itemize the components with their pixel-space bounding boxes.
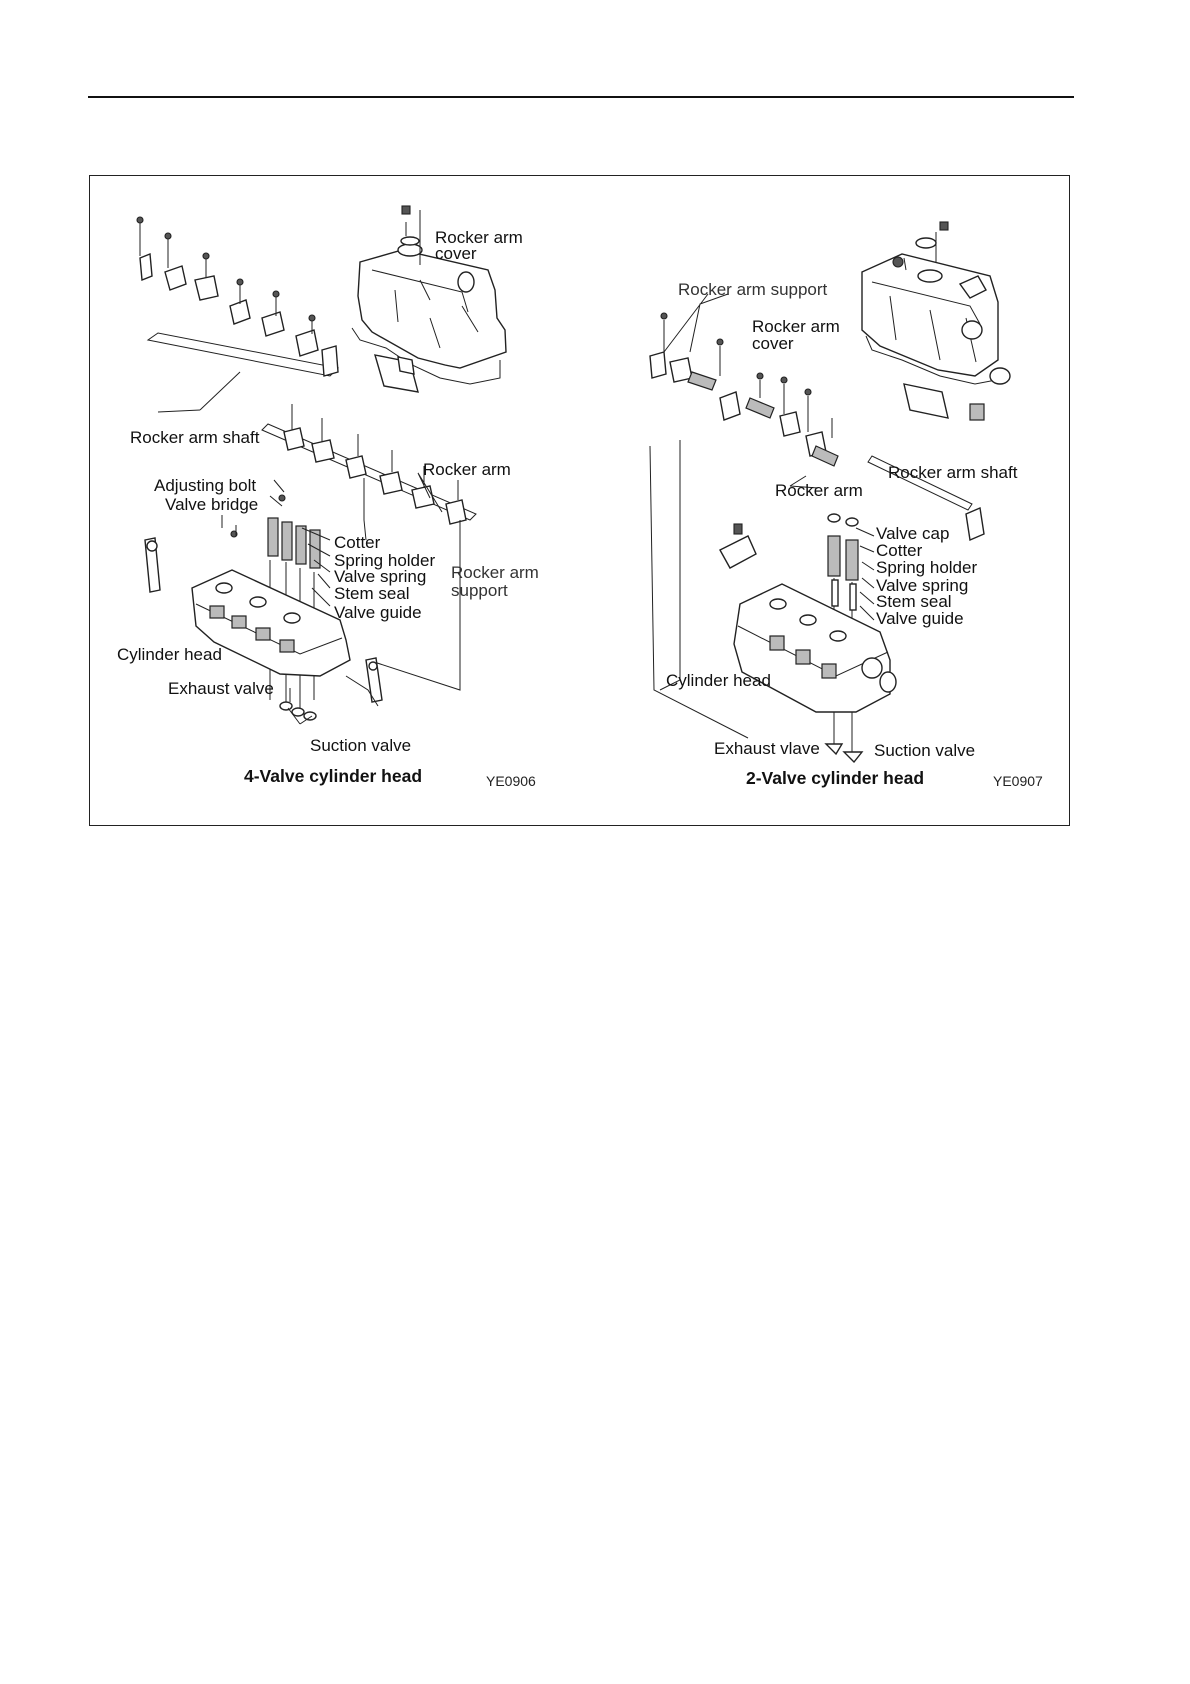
left-label-stem-seal: Stem seal	[334, 584, 410, 603]
right-label-stem-seal: Stem seal	[876, 592, 952, 611]
right-label-valve-guide: Valve guide	[876, 609, 964, 628]
left-label-rocker-arm-support-2: support	[451, 581, 508, 600]
left-caption: 4-Valve cylinder head	[244, 766, 422, 786]
right-valve-train-drawing	[824, 513, 875, 764]
left-rocker-upper-drawing	[136, 216, 340, 413]
right-label-rocker-arm-shaft: Rocker arm shaft	[888, 463, 1018, 482]
right-label-suction-valve: Suction valve	[874, 741, 975, 760]
left-label-valve-bridge: Valve bridge	[165, 495, 258, 514]
right-rocker-drawing	[649, 293, 985, 739]
left-figure-code: YE0906	[486, 773, 536, 789]
left-label-cotter: Cotter	[334, 533, 381, 552]
right-diagram	[649, 221, 1011, 764]
left-label-suction-valve: Suction valve	[310, 736, 411, 755]
left-label-rocker-arm-shaft: Rocker arm shaft	[130, 428, 260, 447]
left-diagram	[136, 205, 507, 725]
right-label-spring-holder: Spring holder	[876, 558, 977, 577]
right-figure-code: YE0907	[993, 773, 1043, 789]
header-rule	[88, 96, 1074, 98]
left-label-spring-holder: Spring holder	[334, 551, 435, 570]
left-rocker-arm-cover-drawing	[351, 205, 507, 393]
right-label-exhaust-valve: Exhaust vlave	[714, 739, 820, 758]
right-label-rocker-arm-support: Rocker arm support	[678, 280, 828, 299]
left-rocker-lower-drawing	[261, 404, 477, 691]
left-label-valve-spring: Valve spring	[334, 567, 426, 586]
right-rocker-arm-cover-drawing	[861, 221, 1011, 421]
right-label-rocker-arm: Rocker arm	[775, 481, 863, 500]
right-labels: Rocker arm support Rocker arm cover Rock…	[666, 280, 1043, 789]
left-label-rocker-arm-cover-1: Rocker arm	[435, 228, 523, 247]
left-label-valve-guide: Valve guide	[334, 603, 422, 622]
left-label-cylinder-head: Cylinder head	[117, 645, 222, 664]
left-label-rocker-arm: Rocker arm	[423, 460, 511, 479]
right-label-rocker-arm-cover-1: Rocker arm	[752, 317, 840, 336]
left-label-rocker-arm-cover-2: cover	[435, 244, 477, 263]
left-label-adjusting-bolt: Adjusting bolt	[154, 476, 256, 495]
right-label-cylinder-head: Cylinder head	[666, 671, 771, 690]
right-cylinder-head-drawing	[719, 523, 897, 713]
right-label-valve-spring: Valve spring	[876, 576, 968, 595]
left-label-exhaust-valve: Exhaust valve	[168, 679, 274, 698]
right-label-valve-cap: Valve cap	[876, 524, 949, 543]
right-label-rocker-arm-cover-2: cover	[752, 334, 794, 353]
left-label-rocker-arm-support-1: Rocker arm	[451, 563, 539, 582]
left-cylinder-head-drawing	[144, 537, 383, 721]
right-label-cotter: Cotter	[876, 541, 923, 560]
right-caption: 2-Valve cylinder head	[746, 768, 924, 788]
left-labels: Rocker arm cover Rocker arm shaft Adjust…	[117, 228, 539, 789]
